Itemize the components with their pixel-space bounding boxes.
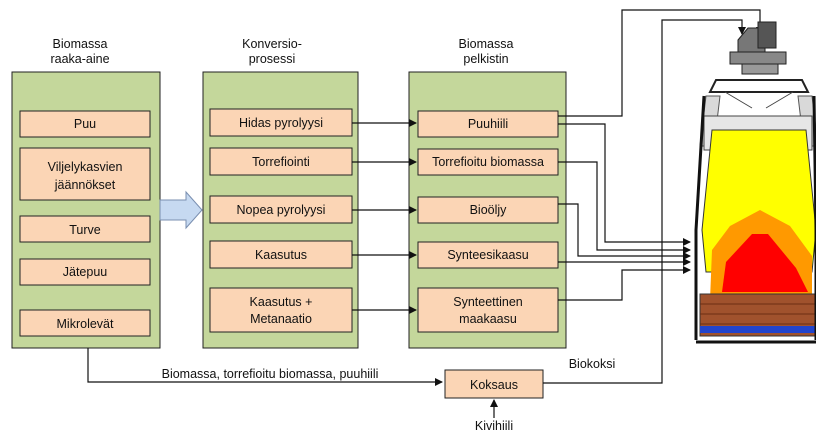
- process-title-line2: prosessi: [249, 52, 296, 66]
- svg-text:jäännökset: jäännökset: [54, 178, 116, 192]
- svg-text:Torrefioitu biomassa: Torrefioitu biomassa: [432, 155, 544, 169]
- process-item-nopea-pyrolyysi: Nopea pyrolyysi: [209, 195, 353, 224]
- big-flow-arrow: [159, 190, 203, 230]
- biocoke-line: [543, 19, 746, 384]
- process-to-reductant-arrows: [352, 119, 417, 314]
- svg-text:Kaasutus: Kaasutus: [255, 248, 307, 262]
- reductant-item-bioolja: Bioöljy: [417, 196, 559, 224]
- raw-item-mikrolevat: Mikrolevät: [19, 309, 151, 337]
- svg-text:Bioöljy: Bioöljy: [470, 203, 508, 217]
- svg-text:Metanaatio: Metanaatio: [250, 312, 312, 326]
- raw-to-coking-line: [87, 348, 443, 386]
- svg-text:Viljelykasvien: Viljelykasvien: [48, 160, 123, 174]
- svg-text:Torrefiointi: Torrefiointi: [252, 155, 310, 169]
- svg-text:Turve: Turve: [69, 223, 101, 237]
- reductant-item-synteettinen-maakaasu: Synteettinen maakaasu: [417, 287, 559, 333]
- coking-box: Koksaus: [444, 369, 544, 399]
- biocoke-label: Biokoksi: [569, 357, 616, 371]
- svg-text:Hidas pyrolyysi: Hidas pyrolyysi: [239, 116, 323, 130]
- reductant-item-puuhiili: Puuhiili: [417, 110, 559, 138]
- process-title-line1: Konversio-: [242, 37, 302, 51]
- coal-label: Kivihiili: [475, 419, 513, 433]
- svg-text:Jätepuu: Jätepuu: [63, 265, 108, 279]
- reductant-column-title: Biomassa pelkistin: [459, 37, 514, 66]
- svg-text:Synteesikaasu: Synteesikaasu: [447, 248, 528, 262]
- blast-furnace-illustration: [694, 21, 816, 344]
- raw-item-viljelykasvien: Viljelykasvien jäännökset: [19, 147, 151, 201]
- svg-text:Mikrolevät: Mikrolevät: [57, 317, 114, 331]
- raw-title-line2: raaka-aine: [50, 52, 109, 66]
- raw-title-line1: Biomassa: [53, 37, 108, 51]
- process-item-kaasutus: Kaasutus: [209, 240, 353, 269]
- svg-text:Nopea pyrolyysi: Nopea pyrolyysi: [237, 203, 326, 217]
- reductant-item-synteesikaasu: Synteesikaasu: [417, 241, 559, 269]
- raw-item-jatepuu: Jätepuu: [19, 258, 151, 286]
- raw-item-puu: Puu: [19, 110, 151, 138]
- process-column-title: Konversio- prosessi: [242, 37, 302, 66]
- process-item-kaasutus-metanaatio: Kaasutus + Metanaatio: [209, 287, 353, 333]
- svg-text:maakaasu: maakaasu: [459, 312, 517, 326]
- reductant-title-line2: pelkistin: [463, 52, 508, 66]
- process-item-hidas-pyrolyysi: Hidas pyrolyysi: [209, 108, 353, 137]
- raw-column-title: Biomassa raaka-aine: [50, 37, 109, 66]
- svg-text:Synteettinen: Synteettinen: [453, 295, 523, 309]
- reductant-item-torrefioitu-biomassa: Torrefioitu biomassa: [417, 148, 559, 176]
- svg-text:Puu: Puu: [74, 117, 96, 131]
- process-item-torrefiointi: Torrefiointi: [209, 147, 353, 176]
- svg-text:Koksaus: Koksaus: [470, 378, 518, 392]
- raw-item-turve: Turve: [19, 215, 151, 243]
- reductant-title-line1: Biomassa: [459, 37, 514, 51]
- reductant-to-furnace-connectors: [558, 9, 764, 301]
- svg-text:Kaasutus +: Kaasutus +: [250, 295, 313, 309]
- raw-to-coking-label: Biomassa, torrefioitu biomassa, puuhiili: [162, 367, 379, 381]
- svg-text:Puuhiili: Puuhiili: [468, 117, 508, 131]
